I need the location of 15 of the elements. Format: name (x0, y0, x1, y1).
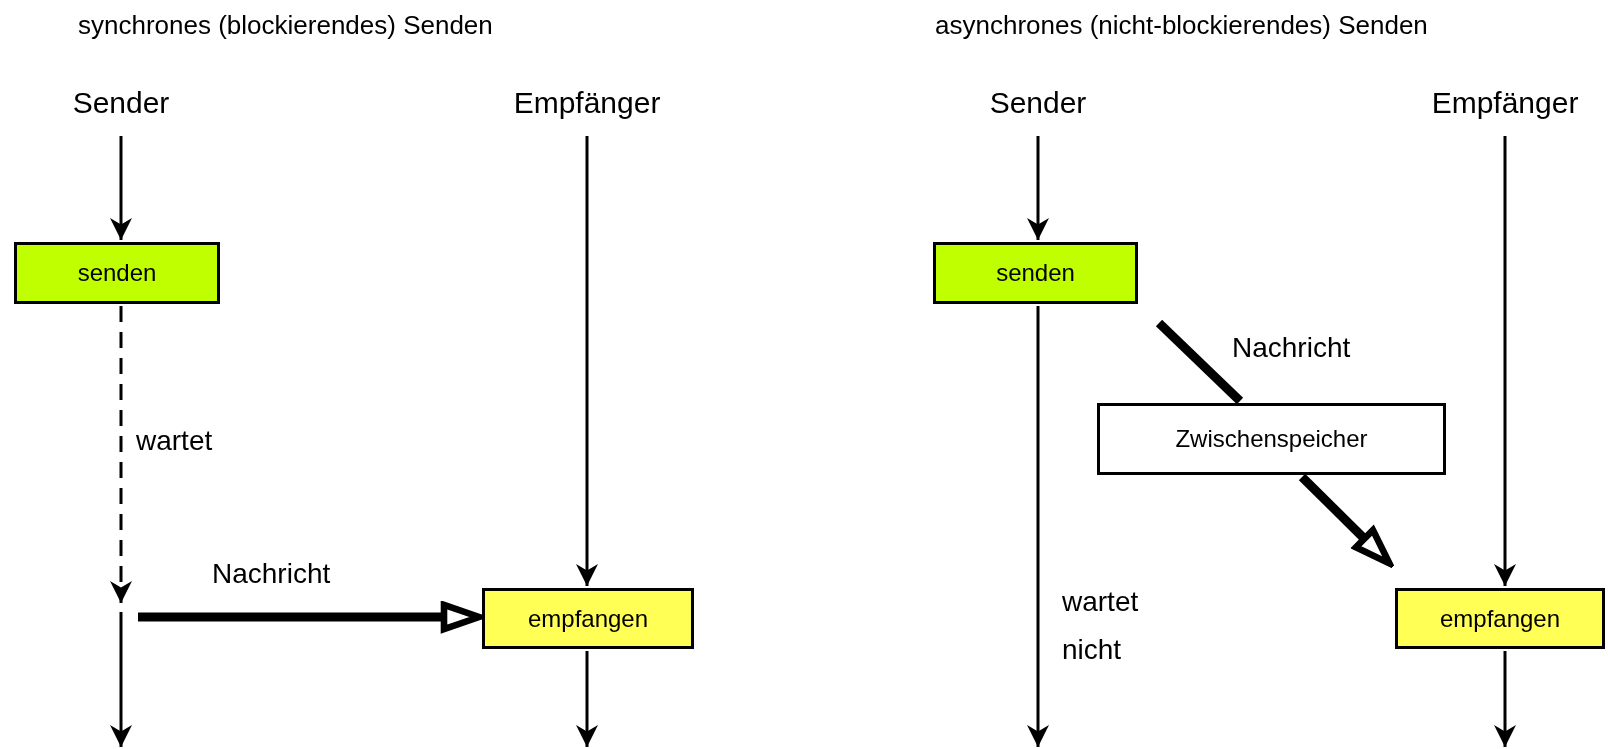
panel-title: asynchrones (nicht-blockierendes) Senden (935, 10, 1428, 41)
edge-label: wartet nicht (1062, 585, 1140, 667)
panel-title: synchrones (blockierendes) Senden (78, 10, 493, 41)
process-box: Zwischenspeicher (1097, 403, 1446, 475)
lane-heading: Empfänger (497, 86, 677, 120)
process-box: senden (933, 242, 1138, 304)
process-box: senden (14, 242, 220, 304)
edge-label: wartet (136, 425, 213, 457)
process-box: empfangen (1395, 588, 1605, 649)
edge-label: Nachricht (1232, 332, 1351, 364)
lane-heading: Sender (978, 86, 1098, 120)
process-box: empfangen (482, 588, 694, 649)
lane-heading: Sender (61, 86, 181, 120)
lane-heading: Empfänger (1415, 86, 1595, 120)
edge-label: Nachricht (212, 558, 331, 590)
